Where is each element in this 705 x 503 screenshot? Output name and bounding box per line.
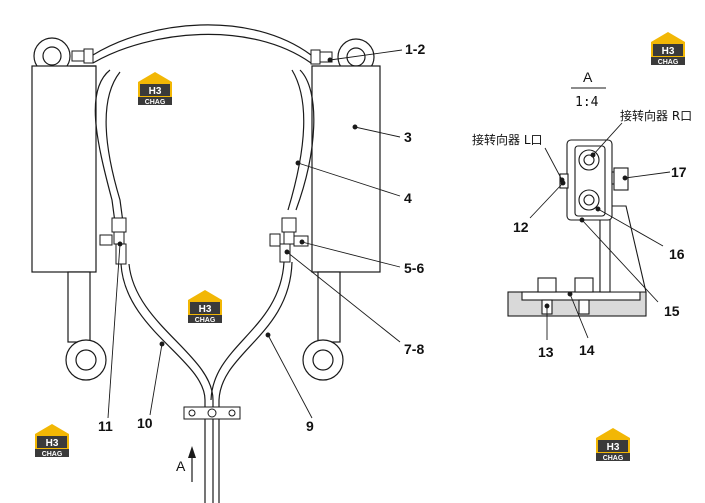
upper-hose <box>92 24 315 231</box>
view-a-arrow <box>188 446 196 482</box>
leader-lines <box>107 49 403 419</box>
svg-text:H3: H3 <box>46 438 59 449</box>
hose-clamp <box>183 406 241 420</box>
svg-text:H3: H3 <box>662 46 675 57</box>
watermark-logo-top-left: H3 CHAG <box>138 72 172 106</box>
svg-text:H3: H3 <box>149 86 162 97</box>
label-15: 15 <box>664 303 680 319</box>
label-16: 16 <box>669 246 685 262</box>
label-10: 10 <box>137 415 153 431</box>
view-a-scale: 1:4 <box>575 95 599 110</box>
label-12: 12 <box>513 219 529 235</box>
svg-text:CHAG: CHAG <box>658 59 679 66</box>
label-7-8: 7-8 <box>404 341 424 357</box>
label-3: 3 <box>404 129 412 145</box>
annotation-left-port: 接转向器 L口 <box>472 132 543 147</box>
annotation-right-port: 接转向器 R口 <box>620 108 692 123</box>
svg-text:CHAG: CHAG <box>145 99 166 106</box>
detail-leader-lines <box>529 122 671 340</box>
watermark-logo-bottom-right: H3 CHAG <box>596 428 630 462</box>
svg-text:H3: H3 <box>607 442 620 453</box>
view-a-arrow-label: A <box>176 458 186 474</box>
left-steering-cylinder <box>31 37 107 381</box>
label-1-2: 1-2 <box>405 41 425 57</box>
label-5-6: 5-6 <box>404 260 424 276</box>
label-17: 17 <box>671 164 687 180</box>
left-tee-fitting <box>99 217 127 265</box>
svg-text:H3: H3 <box>199 304 212 315</box>
detail-bracket <box>507 139 647 317</box>
label-9: 9 <box>306 418 314 434</box>
label-11: 11 <box>98 418 113 434</box>
svg-text:CHAG: CHAG <box>603 455 624 462</box>
right-steering-cylinder <box>302 38 381 381</box>
watermark-logo-top-right: H3 CHAG <box>651 32 685 66</box>
left-cylinder-fitting <box>71 48 94 64</box>
view-a-title: A <box>583 69 593 85</box>
svg-text:CHAG: CHAG <box>195 317 216 324</box>
right-cylinder-fitting <box>310 49 333 65</box>
label-4: 4 <box>404 190 412 206</box>
label-13: 13 <box>538 344 554 360</box>
label-14: 14 <box>579 342 595 358</box>
svg-text:CHAG: CHAG <box>42 451 63 458</box>
watermark-logo-center: H3 CHAG <box>188 290 222 324</box>
lower-hoses <box>120 261 293 503</box>
watermark-logo-bottom-left: H3 CHAG <box>35 424 69 458</box>
